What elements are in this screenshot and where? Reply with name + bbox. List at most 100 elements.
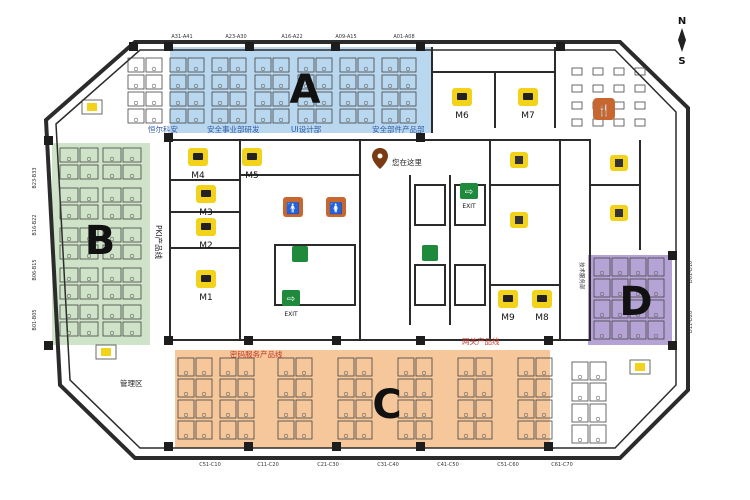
desk — [517, 357, 535, 377]
desk — [79, 147, 99, 163]
pillars — [44, 42, 677, 451]
label-a-left: 恒尔科安 — [148, 124, 178, 134]
desk — [59, 187, 79, 203]
seat-code-label: A01-A08 — [393, 34, 414, 40]
seat-code-label: B01-B05 — [32, 309, 38, 330]
desk — [211, 57, 229, 73]
pillar — [556, 42, 565, 51]
table — [613, 84, 625, 93]
desk — [219, 378, 237, 398]
desk — [127, 57, 145, 73]
desk — [195, 420, 213, 440]
desk — [415, 357, 433, 377]
pillar — [244, 336, 253, 345]
desk — [315, 74, 333, 90]
desk — [457, 357, 475, 377]
desk — [457, 399, 475, 419]
desk — [211, 108, 229, 124]
desk — [79, 204, 99, 220]
desk — [59, 284, 79, 300]
desk — [79, 244, 99, 260]
seat-code-label: B06-B15 — [32, 259, 38, 280]
seat-code-label: A31-A41 — [171, 34, 192, 40]
exit-lower-label: EXIT — [284, 311, 298, 318]
room-label: M5 — [245, 171, 259, 181]
desk — [122, 244, 142, 260]
restaurant: 🍴 — [593, 98, 615, 120]
desk — [535, 420, 553, 440]
desk — [79, 284, 99, 300]
desk — [254, 74, 272, 90]
zone-b-letter: B — [85, 218, 116, 264]
desk — [589, 403, 607, 423]
desk — [589, 361, 607, 381]
elevators — [292, 245, 438, 262]
seat-code-label: B16-B22 — [32, 214, 38, 235]
desk — [571, 361, 589, 381]
desk — [295, 378, 313, 398]
desk — [475, 357, 493, 377]
desk — [357, 74, 375, 90]
svg-text:🍴: 🍴 — [597, 104, 611, 117]
desk — [145, 108, 163, 124]
zone-c-letter: C — [372, 382, 401, 428]
desk — [381, 74, 399, 90]
table — [592, 67, 604, 76]
desk — [145, 57, 163, 73]
desk — [357, 91, 375, 107]
desk — [517, 399, 535, 419]
desk — [145, 74, 163, 90]
lounge — [95, 344, 117, 360]
desk — [254, 57, 272, 73]
pillar — [245, 42, 254, 51]
desk — [237, 420, 255, 440]
pillar — [44, 136, 53, 145]
pillar — [164, 42, 173, 51]
desk — [102, 267, 122, 283]
desk — [169, 108, 187, 124]
meeting-room-m5: M5 — [242, 148, 262, 181]
desk — [219, 420, 237, 440]
desk — [337, 378, 355, 398]
pillar — [416, 442, 425, 451]
desk — [399, 91, 417, 107]
exit-icon — [282, 290, 300, 306]
seat-code-label: C11-C20 — [257, 462, 279, 468]
exit-lower: ⇨ EXIT — [282, 290, 300, 318]
desk — [102, 244, 122, 260]
pillar — [416, 133, 425, 142]
desk — [571, 382, 589, 402]
outer-wall — [43, 40, 690, 460]
table — [634, 84, 646, 93]
desk — [272, 91, 290, 107]
table — [571, 101, 583, 110]
room-label: M3 — [199, 208, 213, 218]
desk — [381, 108, 399, 124]
desk — [355, 357, 373, 377]
desk — [229, 91, 247, 107]
desk — [357, 57, 375, 73]
desk — [315, 108, 333, 124]
desk — [415, 420, 433, 440]
pillar — [244, 442, 253, 451]
desk — [475, 399, 493, 419]
seat-code-label: C61-C70 — [551, 462, 573, 468]
desk — [357, 108, 375, 124]
desk — [122, 204, 142, 220]
restrooms: 🚹 🚺 — [283, 197, 346, 217]
desk — [295, 357, 313, 377]
room-badge — [510, 212, 528, 228]
seat-code-label: A23-A30 — [225, 34, 246, 40]
desk — [187, 57, 205, 73]
desk — [535, 399, 553, 419]
table — [571, 84, 583, 93]
desk — [102, 304, 122, 320]
desk — [79, 187, 99, 203]
desk — [59, 267, 79, 283]
zone-b-fill — [52, 143, 150, 345]
desk — [277, 399, 295, 419]
desk — [177, 357, 195, 377]
exit-icon — [460, 183, 478, 199]
